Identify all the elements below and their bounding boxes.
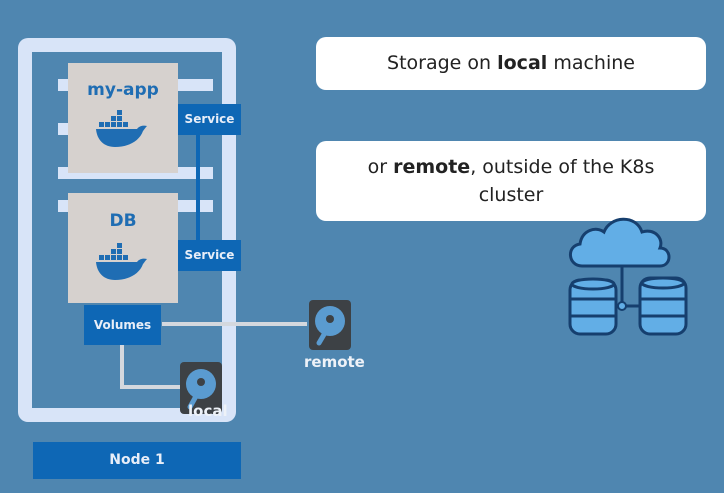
remote-connector-line: [162, 322, 307, 326]
remote-disk-label: remote: [304, 353, 365, 371]
service-db[interactable]: Service: [178, 240, 241, 271]
pod-title: my-app: [87, 80, 159, 100]
caption-local: Storage on local machine: [316, 37, 706, 90]
volumes-box[interactable]: Volumes: [84, 305, 161, 345]
local-connector-line: [120, 345, 124, 388]
local-disk-label: local: [188, 402, 228, 420]
caption-text: Storage on: [387, 52, 498, 74]
node-label: Node 1: [33, 442, 241, 479]
caption-bold: remote: [393, 156, 471, 178]
caption-text: machine: [547, 52, 635, 74]
hard-disk-icon: [309, 300, 351, 350]
hard-disk-icon: [180, 362, 222, 414]
docker-whale-icon: [96, 110, 147, 147]
caption-text: , outside of the K8s cluster: [470, 156, 655, 206]
caption-remote: or remote, outside of the K8s cluster: [316, 141, 706, 221]
pod-my-app[interactable]: my-app: [68, 63, 178, 173]
caption-text: or: [367, 156, 394, 178]
caption-bold: local: [497, 52, 548, 74]
service-connector-line: [196, 133, 200, 243]
pod-db[interactable]: DB: [68, 193, 178, 303]
pod-title: DB: [109, 211, 137, 231]
local-connector-line: [120, 385, 180, 389]
service-my-app[interactable]: Service: [178, 104, 241, 135]
docker-whale-icon: [96, 243, 147, 280]
cloud-database-icon: [568, 217, 688, 336]
